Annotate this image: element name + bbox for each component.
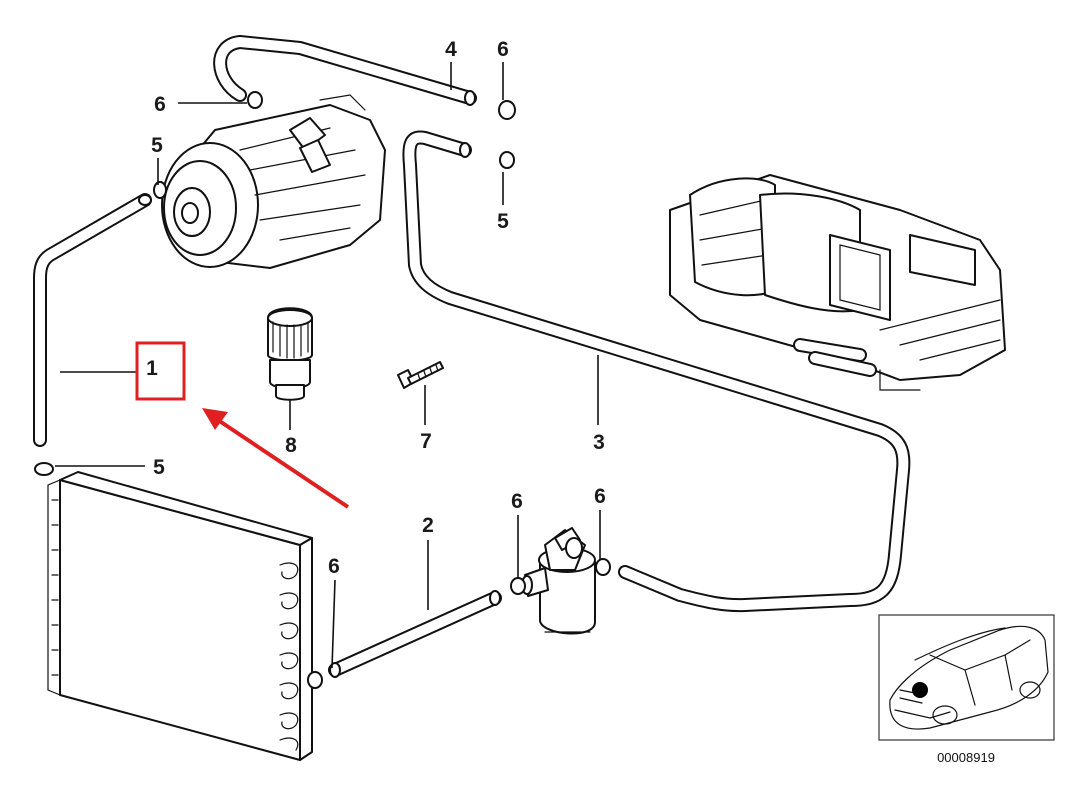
pipe-2: [328, 590, 502, 678]
hose-1: [33, 193, 152, 447]
hose-4: [213, 35, 477, 106]
highlight-arrow: [213, 416, 350, 509]
o-ring-drier-left: [510, 577, 526, 595]
bolt: [397, 361, 444, 389]
pressure-switch: [267, 307, 313, 401]
evaporator-housing: [669, 174, 1006, 391]
callout-5-top-right: 5: [497, 210, 509, 233]
o-ring-top-left: [247, 91, 263, 109]
callout-8: 8: [285, 434, 297, 457]
callout-6-drier-right: 6: [594, 485, 606, 508]
condenser: [47, 471, 313, 761]
hose-3: [402, 130, 911, 613]
o-ring-condenser: [307, 671, 323, 689]
o-ring-compressor: [153, 181, 167, 199]
callout-numbers: 1 2 3 4 5 5 5 6 6 6 6 6 7 8: [146, 38, 606, 578]
callout-3: 3: [593, 431, 605, 454]
callout-6-condenser: 6: [328, 555, 340, 578]
highlight-marker: [135, 341, 350, 509]
callout-5-hose-bottom: 5: [153, 456, 165, 479]
callout-2: 2: [422, 514, 434, 537]
vehicle-location-inset: 00008919: [878, 614, 1055, 765]
o-ring-top-right-1: [498, 100, 516, 120]
car-outline: [889, 625, 1049, 730]
callout-6-top-left: 6: [154, 93, 166, 116]
callout-4: 4: [445, 38, 457, 61]
leader-lines: [55, 62, 601, 669]
location-dot: [912, 682, 928, 698]
callout-6-drier-left: 6: [511, 490, 523, 513]
highlight-arrowhead: [202, 408, 228, 430]
diagram-reference-number: 00008919: [937, 750, 995, 765]
o-ring-drier-right: [595, 558, 611, 576]
callout-6-top-right: 6: [497, 38, 509, 61]
callout-7: 7: [420, 430, 432, 453]
ac-compressor: [161, 94, 386, 269]
o-ring-top-right-2: [499, 151, 515, 169]
callout-5-compressor: 5: [151, 134, 163, 157]
callout-1: 1: [146, 357, 158, 380]
highlight-box: [135, 341, 186, 401]
o-ring-hose-bottom: [34, 462, 54, 476]
receiver-drier: [521, 527, 596, 635]
